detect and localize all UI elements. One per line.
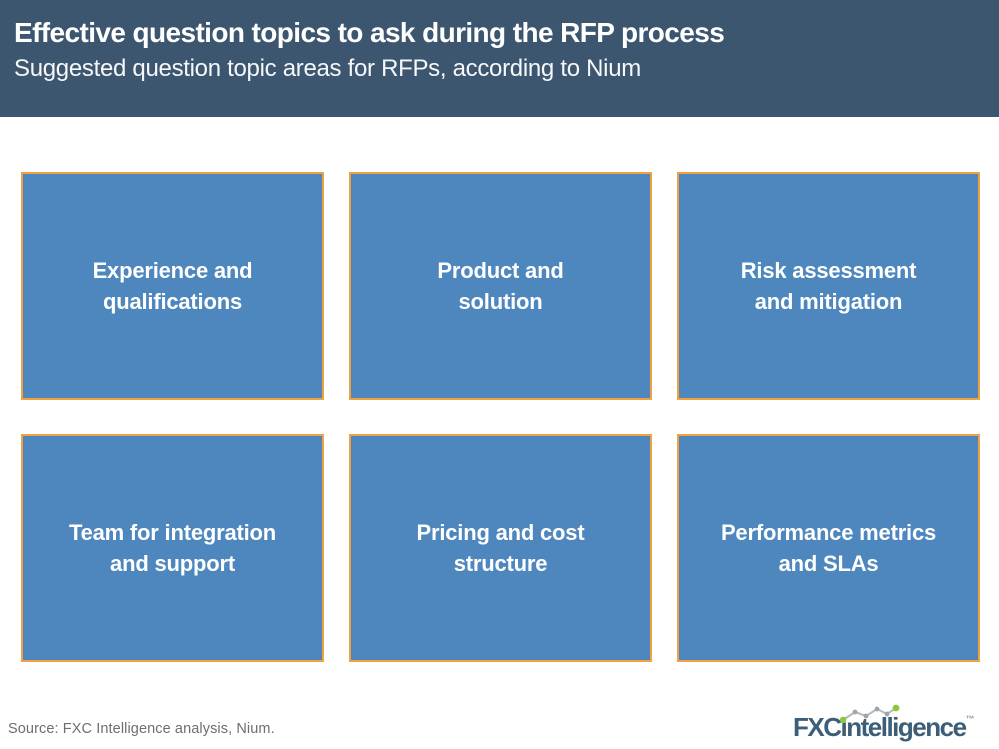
page-title: Effective question topics to ask during … [14, 17, 725, 48]
source-note: Source: FXC Intelligence analysis, Nium. [8, 721, 275, 737]
topic-box-team: Team for integration and support [21, 434, 324, 662]
header: Effective question topics to ask during … [0, 0, 999, 117]
topic-box-performance: Performance metrics and SLAs [677, 434, 980, 662]
topic-label: Team for integration and support [68, 520, 277, 576]
topic-label: Pricing and cost structure [416, 520, 585, 576]
fxc-intelligence-logo: FXCintelligence™ [793, 704, 983, 742]
topic-box-risk: Risk assessment and mitigation [677, 172, 980, 400]
topic-box-pricing: Pricing and cost structure [349, 434, 652, 662]
logo-trademark: ™ [965, 714, 975, 724]
topic-box-product: Product and solution [349, 172, 652, 400]
logo-sparkline-chart-icon [839, 704, 900, 724]
topic-label: Product and solution [437, 258, 564, 314]
topic-box-experience: Experience and qualifications [21, 172, 324, 400]
topic-label: Risk assessment and mitigation [740, 258, 917, 314]
logo-wordmark: FXCintelligence™ [793, 704, 975, 742]
topic-label: Performance metrics and SLAs [720, 520, 937, 576]
topics-grid: Experience and qualifications Product an… [21, 172, 980, 662]
logo-text-rest: intelligence [840, 712, 968, 742]
topic-label: Experience and qualifications [92, 258, 253, 314]
page-subtitle: Suggested question topic areas for RFPs,… [14, 55, 641, 82]
logo-text-bold: FXC [793, 712, 842, 742]
